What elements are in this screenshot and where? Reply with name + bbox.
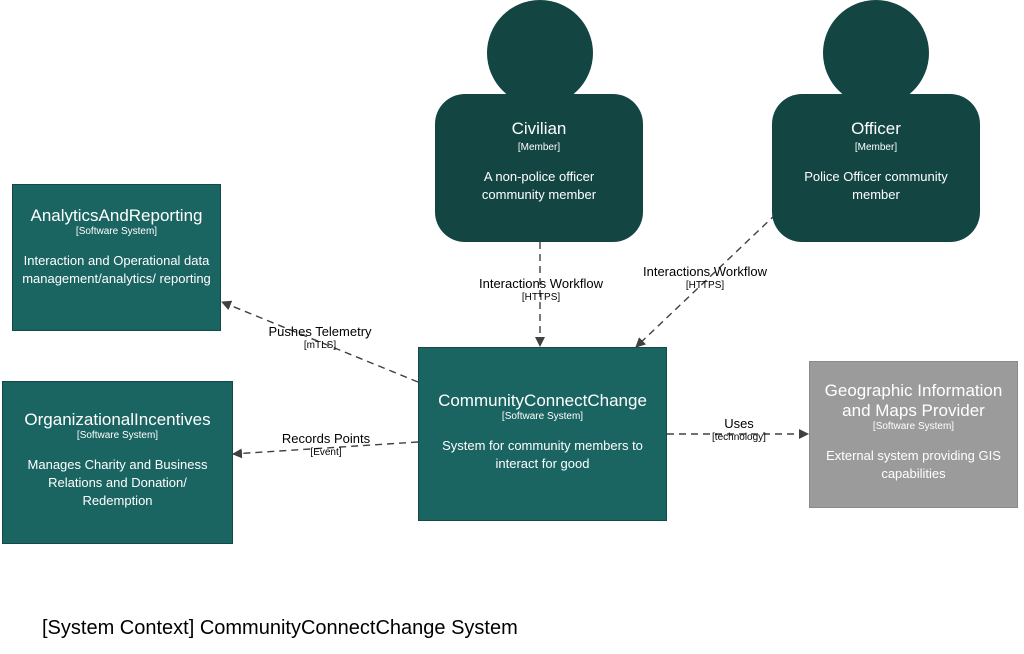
rel-core-incentives-label: Records Points [Event] bbox=[266, 431, 386, 459]
rel-core-gis-label: Uses [technology] bbox=[694, 416, 784, 444]
gis-description: External system providing GIS capabiliti… bbox=[826, 448, 1001, 481]
rel-civilian-core-label: Interactions Workflow [HTTPS] bbox=[461, 276, 621, 304]
officer-stereotype: [Member] bbox=[854, 142, 898, 153]
core-stereotype: [Software System] bbox=[501, 411, 584, 422]
rel-officer-core-text: Interactions Workflow bbox=[642, 264, 768, 279]
rel-core-gis-tech: [technology] bbox=[712, 432, 766, 443]
rel-core-gis-text: Uses bbox=[724, 416, 754, 431]
officer-person[interactable]: Officer [Member] Police Officer communit… bbox=[772, 94, 980, 242]
civilian-stereotype: [Member] bbox=[517, 142, 561, 153]
core-title: CommunityConnectChange bbox=[438, 391, 647, 410]
incentives-title: OrganizationalIncentives bbox=[24, 410, 211, 429]
gis-title: Geographic Information and Maps Provider bbox=[824, 381, 1003, 420]
analytics-description: Interaction and Operational data managem… bbox=[22, 253, 211, 286]
rel-core-analytics-label: Pushes Telemetry [mTLS] bbox=[250, 324, 390, 352]
gis-stereotype: [Software System] bbox=[872, 421, 955, 432]
rel-core-analytics-text: Pushes Telemetry bbox=[268, 324, 372, 339]
officer-description: Police Officer community member bbox=[804, 169, 948, 202]
gis-external-system[interactable]: Geographic Information and Maps Provider… bbox=[809, 361, 1018, 508]
officer-person-head-icon bbox=[823, 0, 929, 106]
civilian-description: A non-police officer community member bbox=[481, 169, 597, 202]
rel-officer-core-label: Interactions Workflow [HTTPS] bbox=[625, 264, 785, 292]
diagram-caption: [System Context] CommunityConnectChange … bbox=[42, 617, 518, 639]
analytics-system[interactable]: AnalyticsAndReporting [Software System] … bbox=[12, 184, 221, 331]
civilian-person[interactable]: Civilian [Member] A non-police officer c… bbox=[435, 94, 643, 242]
arrow-core-to-incentives bbox=[232, 441, 419, 459]
analytics-stereotype: [Software System] bbox=[75, 226, 158, 237]
incentives-stereotype: [Software System] bbox=[76, 430, 159, 441]
rel-core-incentives-tech: [Event] bbox=[310, 447, 342, 458]
officer-title: Officer bbox=[851, 119, 901, 138]
rel-civilian-core-text: Interactions Workflow bbox=[478, 276, 604, 291]
incentives-system[interactable]: OrganizationalIncentives [Software Syste… bbox=[2, 381, 233, 544]
rel-officer-core-tech: [HTTPS] bbox=[685, 280, 725, 291]
incentives-description: Manages Charity and Business Relations a… bbox=[27, 457, 208, 508]
rel-core-incentives-text: Records Points bbox=[281, 431, 371, 446]
civilian-title: Civilian bbox=[511, 119, 567, 138]
analytics-title: AnalyticsAndReporting bbox=[30, 206, 203, 225]
core-system[interactable]: CommunityConnectChange [Software System]… bbox=[418, 347, 667, 521]
rel-civilian-core-tech: [HTTPS] bbox=[521, 292, 561, 303]
rel-core-analytics-tech: [mTLS] bbox=[303, 340, 337, 351]
core-description: System for community members to interact… bbox=[442, 438, 643, 471]
arrow-officer-to-core bbox=[635, 213, 777, 348]
civilian-person-head-icon bbox=[487, 0, 593, 106]
